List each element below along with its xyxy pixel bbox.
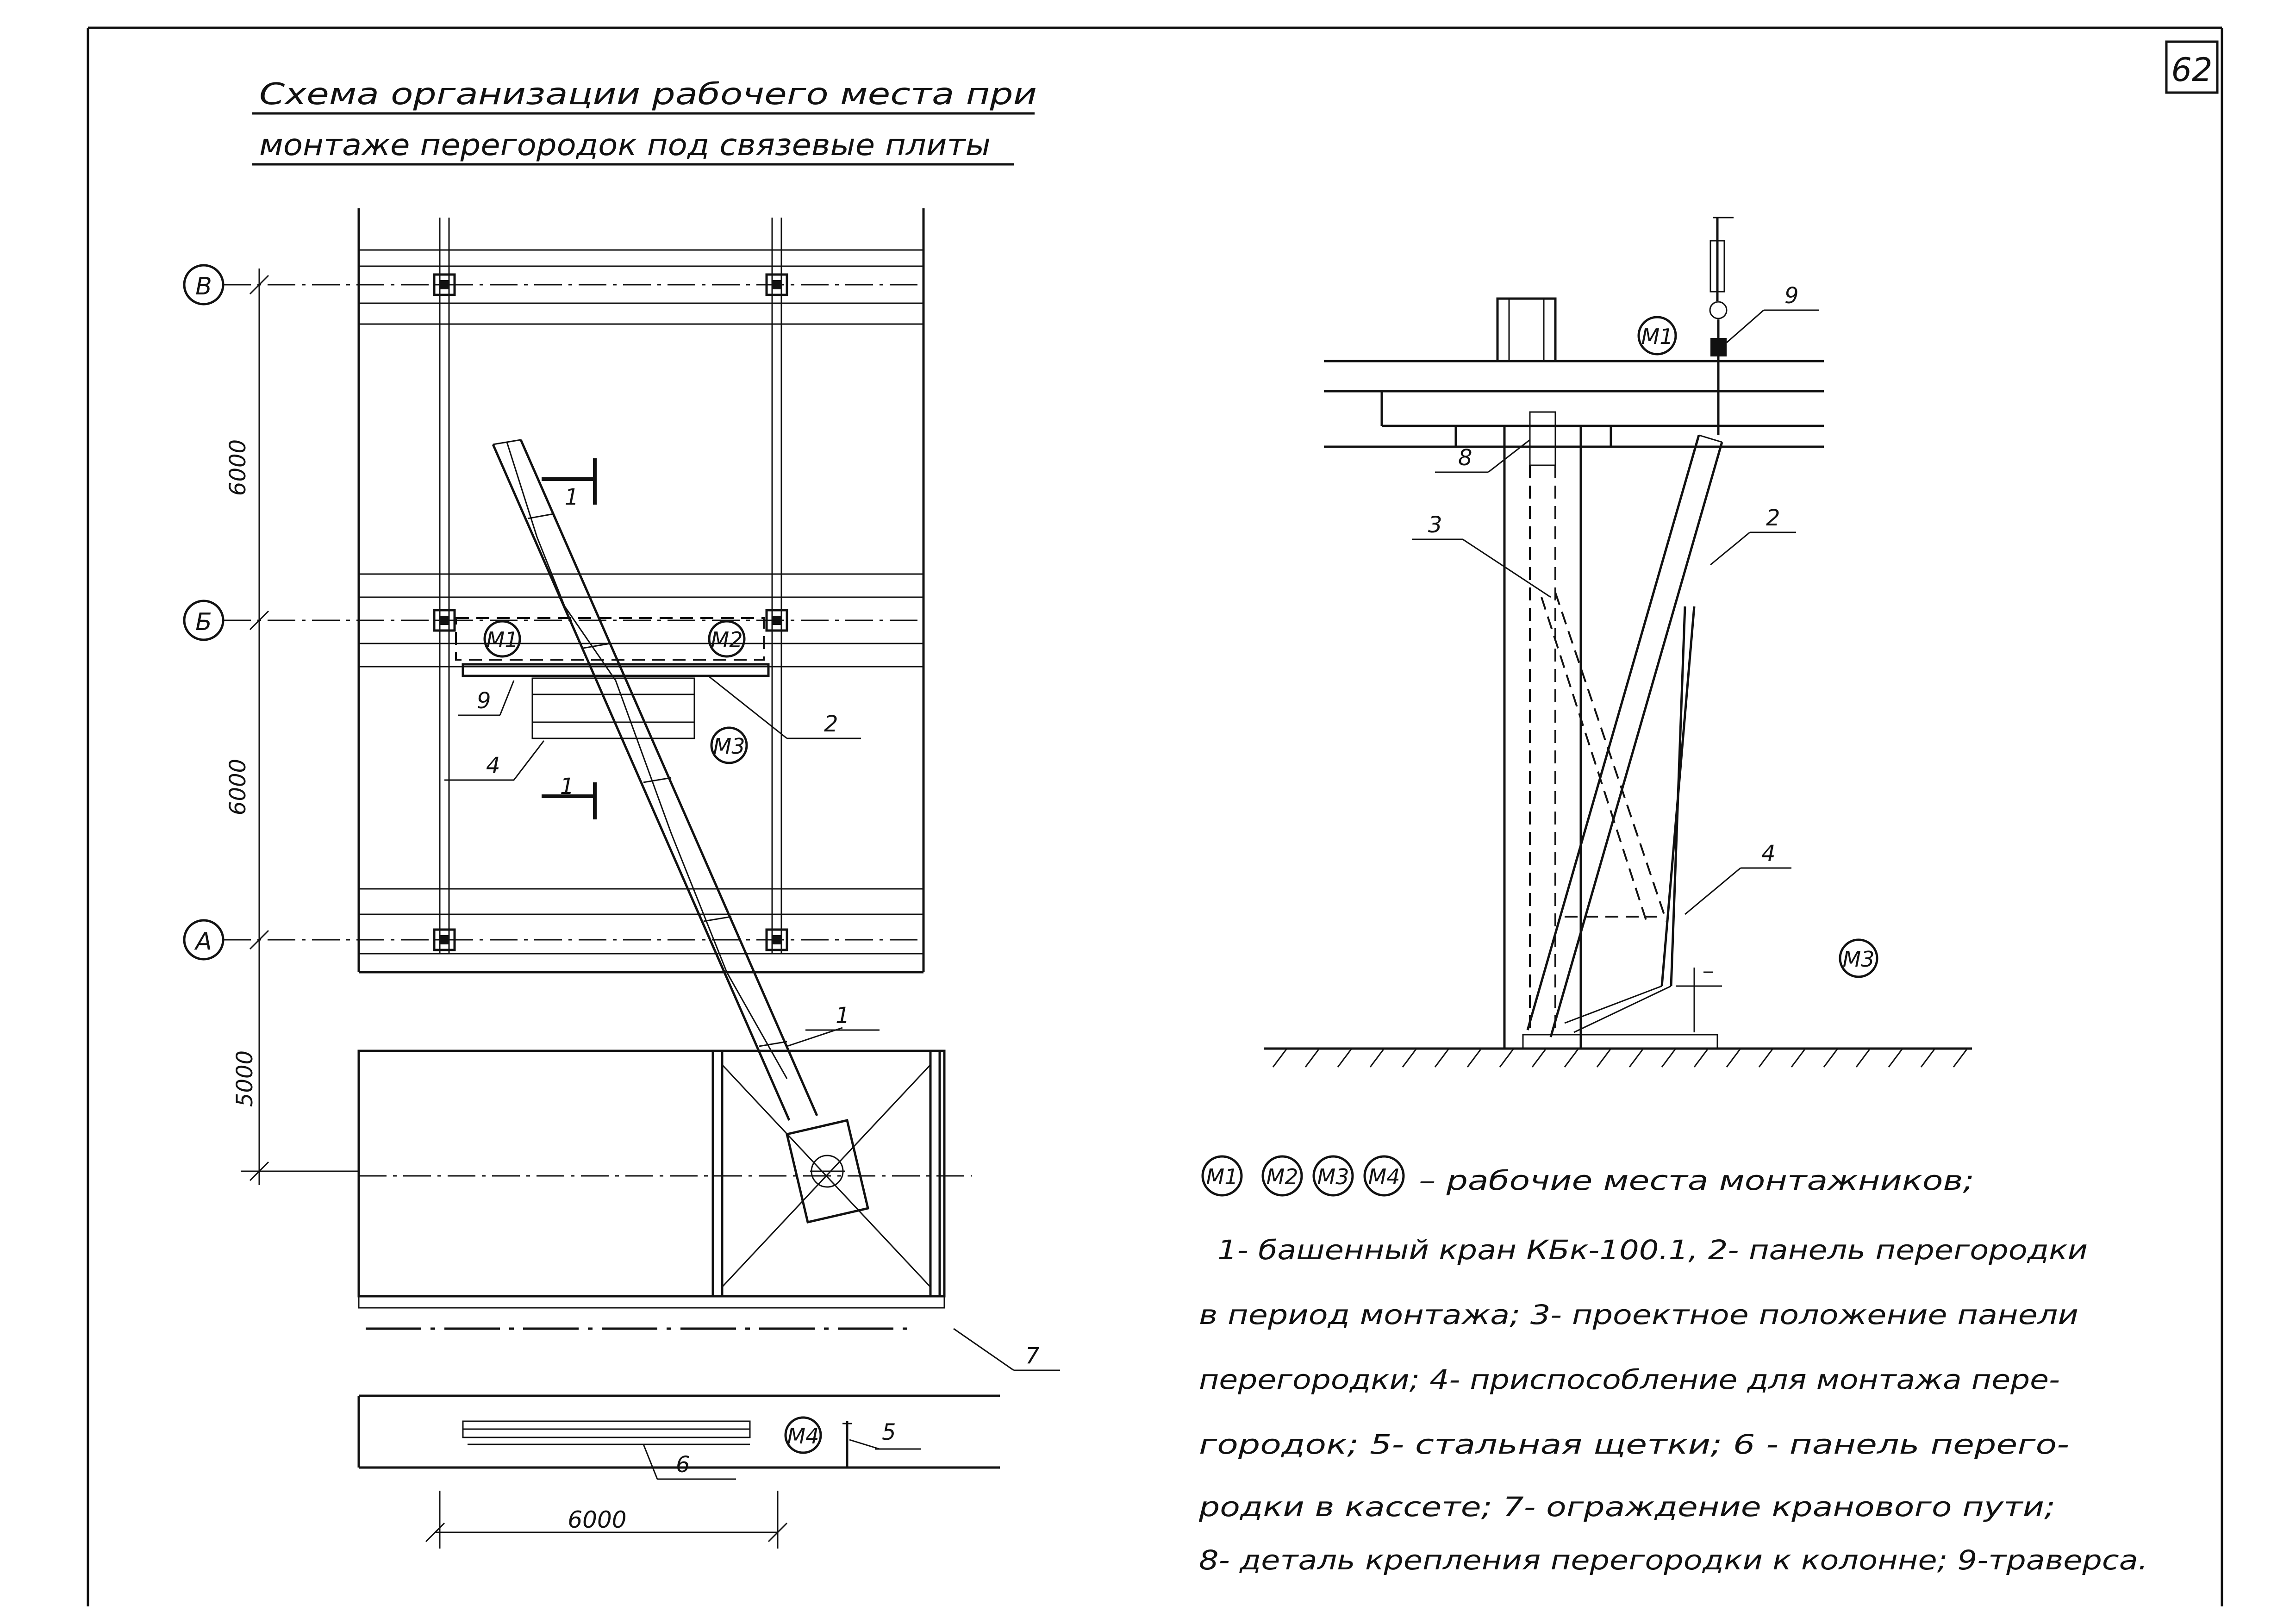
dimension-5000: 5000 (232, 1050, 258, 1107)
dimension-6000-bottom: 6000 (568, 1506, 626, 1533)
plan-axis-markers: В Б А (183, 264, 923, 961)
plan-callout-5: 5 (849, 1419, 921, 1450)
section-callout-2: 2 (1710, 505, 1796, 566)
axis-label-a: А (194, 928, 212, 956)
work-platform (455, 617, 770, 739)
plan-worker-m3-label: M3 (713, 734, 745, 759)
crane-boom (492, 439, 818, 1121)
plan-callout-5-label: 5 (882, 1419, 896, 1445)
legend-worker-m1-label: M1 (1206, 1164, 1238, 1189)
storage-area (357, 1394, 1000, 1469)
legend-worker-m2-label: M2 (1267, 1164, 1298, 1189)
legend-worker-m2: M2 (1261, 1155, 1303, 1197)
title-line-2: монтаже перегородок под связевые плиты (259, 128, 991, 162)
plan-bottom-dimension: 6000 (425, 1491, 788, 1549)
section-callout-3: 3 (1412, 512, 1551, 598)
dimension-6000-lower: 6000 (225, 759, 251, 815)
section-worker-m1-label: M1 (1641, 324, 1673, 349)
legend-line-3: перегородки; 4- приспособление для монта… (1199, 1364, 2060, 1395)
axis-marker-a: А (183, 919, 923, 961)
legend: M1 M2 M3 M4 – рабочие места монтажников;… (1198, 1155, 2148, 1576)
section-callout-9: 9 (1726, 283, 1819, 344)
plan-worker-m4-label: M4 (787, 1424, 819, 1449)
legend-worker-m1: M1 (1201, 1155, 1243, 1197)
plan-vertical-dimensions: 6000 6000 5000 (225, 269, 359, 1185)
dimension-6000-upper: 6000 (225, 439, 251, 496)
section-worker-m3: M3 (1839, 938, 1878, 978)
legend-line-6: 8- деталь крепления перегородки к колонн… (1199, 1544, 2148, 1576)
section-callout-4: 4 (1685, 841, 1791, 915)
legend-worker-m4-label: M4 (1368, 1164, 1400, 1189)
plan-callout-7-label: 7 (1025, 1343, 1040, 1369)
plan-callout-9: 9 (458, 680, 515, 716)
panel-design-position (1541, 592, 1667, 926)
plan-callout-7: 7 (953, 1328, 1060, 1371)
crane-track (357, 1049, 972, 1309)
plan-view: В Б А 6000 6000 5000 (183, 208, 1060, 1549)
legend-worker-m3-label: M3 (1317, 1164, 1349, 1189)
plan-callout-1: 1 (786, 1003, 880, 1047)
plan-callout-6: 6 (643, 1444, 736, 1480)
plan-worker-m1-label: M1 (487, 627, 518, 652)
legend-worker-m3: M3 (1312, 1155, 1354, 1197)
plan-callout-6-label: 6 (676, 1452, 690, 1478)
section-callout-2-label: 2 (1766, 505, 1780, 531)
title-line-1: Схема организации рабочего места при (259, 77, 1037, 112)
page-number: 62 (2171, 51, 2212, 89)
plan-worker-m3: M3 (710, 726, 748, 764)
axis-label-v: В (195, 273, 212, 300)
section-mark-upper: 1 (542, 458, 597, 510)
main-column (1503, 426, 1611, 1049)
legend-line-1: 1- башенный кран КБк-100.1, 2- панель пе… (1217, 1234, 2088, 1266)
section-callout-4-label: 4 (1761, 841, 1776, 867)
drawing-title: Схема организации рабочего места при мон… (252, 77, 1037, 166)
plan-worker-m2: M2 (708, 620, 746, 658)
attachment-detail (1529, 411, 1556, 1028)
section-worker-m1: M1 (1637, 316, 1677, 356)
floor-slab (1324, 360, 1824, 448)
legend-line-2: в период монтажа; 3- проектное положение… (1199, 1299, 2078, 1330)
plan-callout-4: 4 (444, 740, 545, 781)
sheet-frame (87, 26, 2223, 1606)
plan-callout-1-label: 1 (836, 1003, 850, 1029)
crane-base (785, 1119, 870, 1224)
legend-worker-m4: M4 (1363, 1155, 1405, 1197)
plan-worker-m4: M4 (784, 1416, 822, 1454)
page-number-box: 62 (2165, 40, 2219, 94)
plan-column-lines (439, 218, 782, 954)
crane-hook-traverse (1709, 217, 1734, 435)
section-callout-8: 8 (1435, 439, 1530, 473)
legend-line-4: городок; 5- стальная щетки; 6 - панель п… (1199, 1429, 2069, 1460)
axis-marker-v: В (183, 264, 923, 306)
plan-beams (359, 265, 923, 955)
section-mark-label-lower: 1 (560, 774, 574, 800)
section-callout-3-label: 3 (1428, 512, 1442, 538)
legend-line-5: родки в кассете; 7- ограждение кранового… (1198, 1491, 2055, 1523)
section-callout-8-label: 8 (1458, 445, 1472, 471)
mounting-device (1564, 606, 1722, 1033)
plan-worker-m1: M1 (483, 620, 521, 658)
ground-line (1264, 1034, 1972, 1068)
section-worker-m3-label: M3 (1843, 947, 1875, 972)
section-callout-9-label: 9 (1784, 283, 1799, 309)
axis-label-b: Б (195, 608, 212, 636)
section-mark-lower: 1 (542, 774, 597, 819)
plan-callout-2-label: 2 (824, 711, 838, 737)
section-view: M1 M3 2 3 4 8 9 (1264, 217, 1972, 1068)
axis-marker-b: Б (183, 600, 923, 641)
panel-installing (1526, 434, 1723, 1037)
upper-column (1496, 297, 1557, 362)
legend-workers-caption: – рабочие места монтажников; (1419, 1165, 1974, 1196)
plan-building-outline (357, 208, 925, 974)
plan-callout-4-label: 4 (486, 753, 500, 779)
plan-columns (433, 273, 788, 951)
steel-brush (842, 1421, 852, 1468)
plan-worker-m2-label: M2 (711, 627, 743, 652)
section-mark-label-upper: 1 (565, 484, 579, 510)
plan-callout-9-label: 9 (477, 688, 491, 714)
plan-callout-2: 2 (708, 675, 861, 739)
